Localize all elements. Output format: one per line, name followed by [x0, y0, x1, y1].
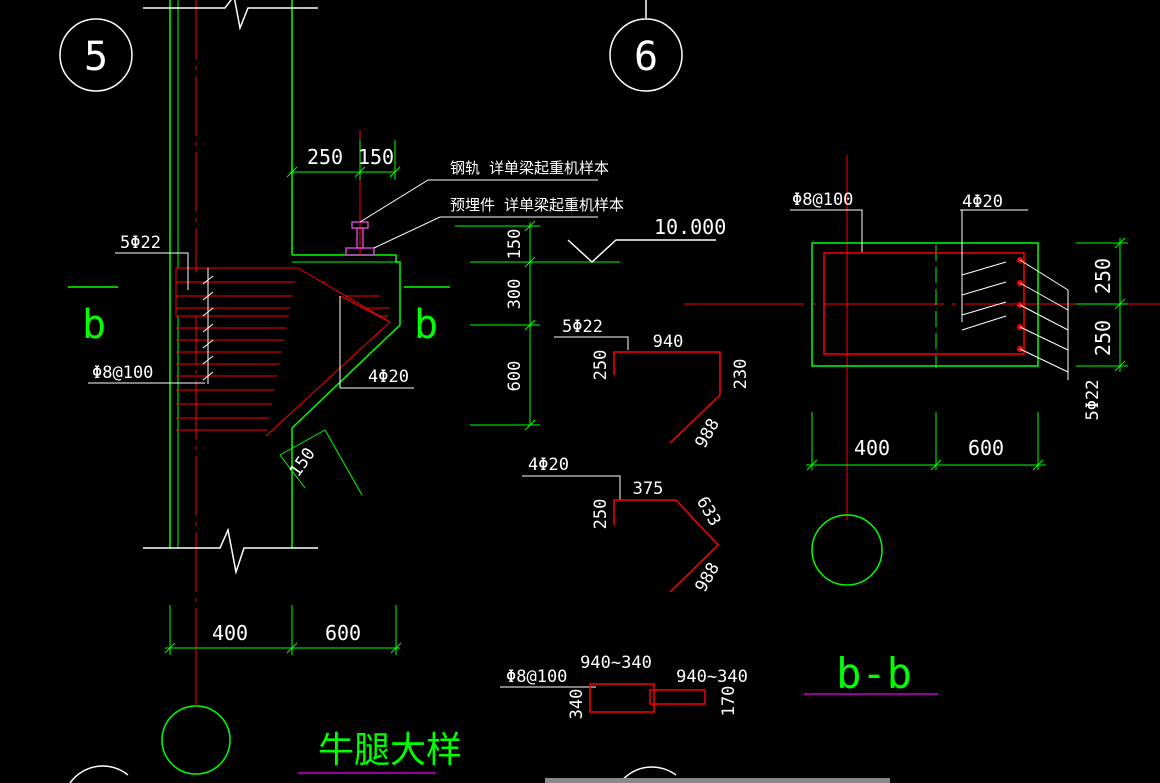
label-5phi22-elev: 5Φ22 — [120, 233, 161, 253]
column-elevation — [143, 0, 401, 700]
dim-top — [286, 140, 401, 250]
section-title: b-b — [836, 649, 912, 698]
cut-mark-right: b — [414, 302, 438, 348]
corbel-rebar-lines — [175, 267, 391, 437]
leader-5phi22 — [115, 252, 189, 290]
dim-chamfer — [279, 429, 363, 496]
dim-v-150: 150 — [505, 229, 525, 260]
crane-rail — [345, 130, 375, 256]
bar1-slope: 988 — [691, 415, 724, 452]
bar2-slope1: 633 — [692, 493, 725, 530]
section-dim-600: 600 — [968, 436, 1004, 460]
note-rail: 钢轨 详单梁起重机样本 — [450, 159, 609, 177]
rail-leaders — [359, 179, 598, 249]
bar-shape-5phi22 — [554, 336, 721, 444]
note-embed: 预埋件 详单梁起重机样本 — [450, 196, 624, 214]
axis-label-5: 5 — [84, 34, 108, 80]
bar-shape-4phi20 — [522, 475, 720, 593]
dim-400-elev: 400 — [212, 621, 248, 645]
dim-v-600: 600 — [505, 361, 525, 392]
stirrup-h1: 340 — [567, 689, 587, 720]
axis-label-6: 6 — [634, 34, 658, 80]
dim-600-elev: 600 — [325, 621, 361, 645]
section-stirrup-label: Φ8@100 — [792, 190, 853, 210]
label-4phi20-elev: 4Φ20 — [368, 367, 409, 387]
stirrup-detail — [500, 683, 706, 713]
bar2-label: 4Φ20 — [528, 455, 569, 475]
section-dim-400: 400 — [854, 436, 890, 460]
section-bars-top-label: 4Φ20 — [962, 192, 1003, 212]
bar2-top: 375 — [633, 479, 664, 499]
stirrup-h2: 170 — [719, 686, 739, 717]
stirrup-len1: 940~340 — [580, 653, 652, 673]
section-bb — [684, 155, 1160, 586]
elevation-mark — [567, 239, 716, 264]
axis-circle-bottom-left — [161, 705, 231, 775]
cut-mark-left: b — [82, 302, 106, 348]
elevation-value: 10.000 — [654, 215, 726, 239]
bar1-label: 5Φ22 — [562, 317, 603, 337]
axis-bubble-6: 6 — [609, 18, 683, 92]
dim-v-300: 300 — [505, 279, 525, 310]
bar2-slope2: 988 — [691, 559, 724, 596]
detail-title: 牛腿大样 — [318, 730, 462, 771]
dim-150-chamfer: 150 — [286, 444, 320, 481]
dim-vertical — [455, 220, 620, 431]
bar2-left: 250 — [591, 499, 611, 530]
bar1-left: 250 — [591, 350, 611, 381]
stirrup-detail-label: Φ8@100 — [506, 667, 567, 687]
dim-bottom-elev — [164, 605, 402, 655]
axis-bubble-5: 5 — [59, 18, 133, 92]
stirrup-len2: 940~340 — [676, 667, 748, 687]
dim-150-top: 150 — [358, 145, 394, 169]
dim-250-top: 250 — [307, 145, 343, 169]
label-stirrup-elev: Φ8@100 — [92, 363, 153, 383]
scrollbar[interactable] — [545, 778, 890, 783]
section-dim-250b: 250 — [1091, 320, 1115, 356]
bar1-right: 230 — [731, 359, 751, 390]
section-dim-250a: 250 — [1091, 258, 1115, 294]
stirrup-ticks — [202, 268, 214, 384]
bar1-top: 940 — [653, 332, 684, 352]
section-bars-side-label: 5Φ22 — [1083, 380, 1103, 421]
